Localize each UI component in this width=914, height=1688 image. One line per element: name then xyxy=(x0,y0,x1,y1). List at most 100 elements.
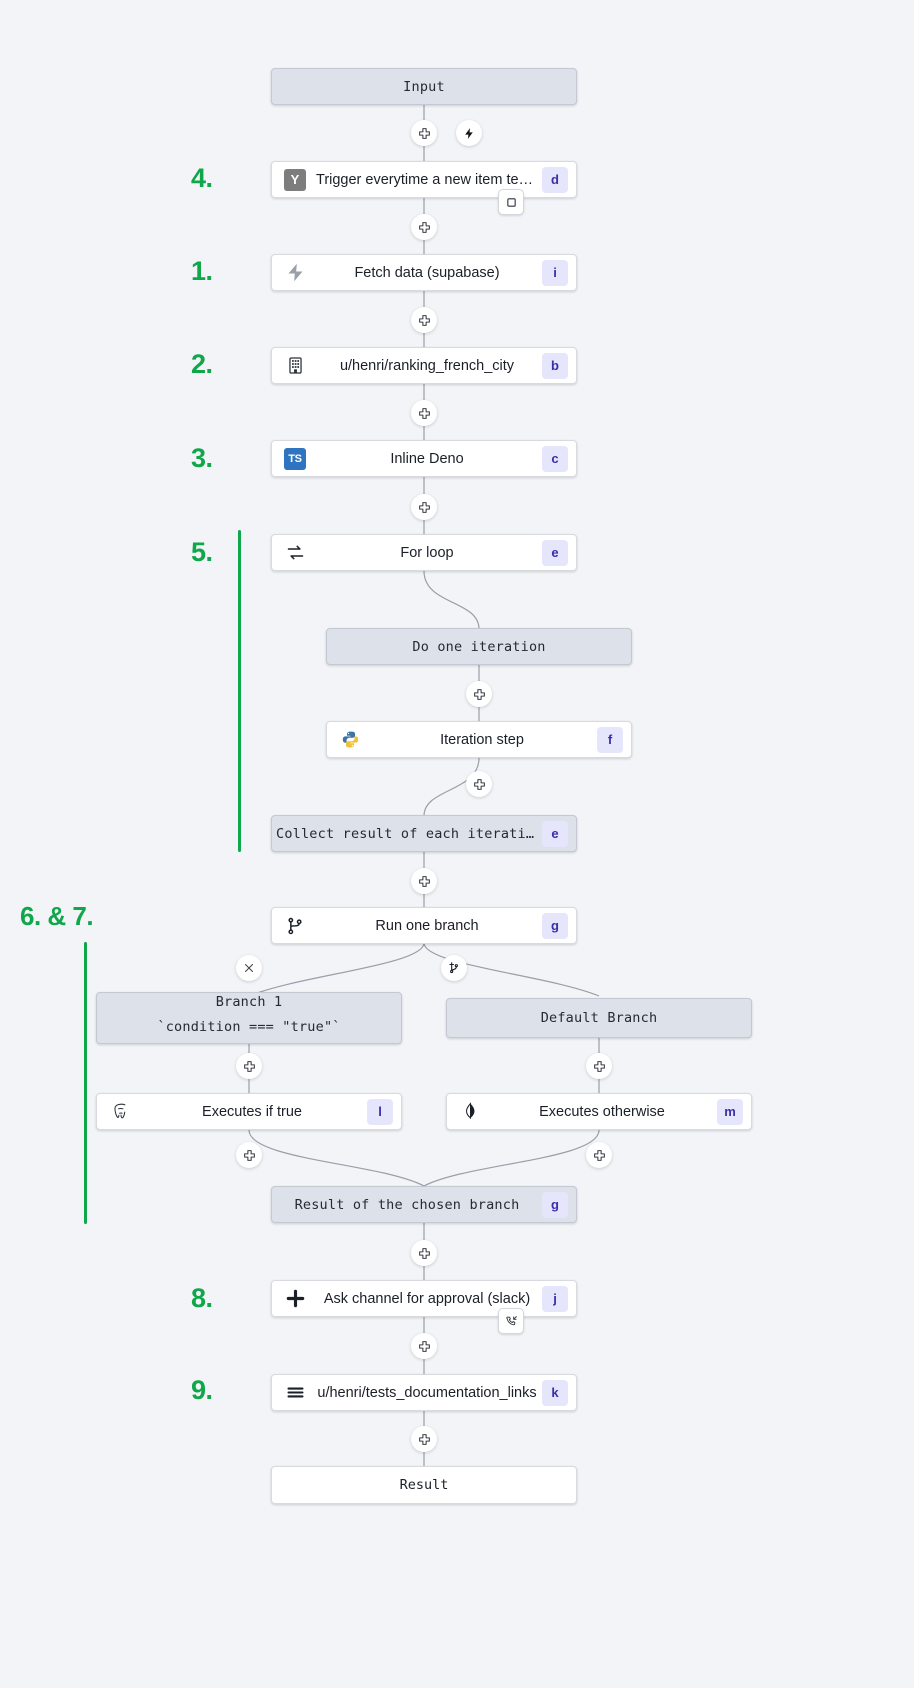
node-inline-deno-label: Inline Deno xyxy=(390,450,464,467)
node-tests-documentation-links-label: u/henri/tests_documentation_links xyxy=(317,1384,537,1401)
node-result-chosen-branch[interactable]: Result of the chosen branch g xyxy=(271,1186,577,1223)
node-fetch-data-badge: i xyxy=(542,259,568,286)
node-inline-deno[interactable]: TS Inline Deno c xyxy=(271,440,577,477)
node-trigger[interactable]: Y Trigger everytime a new item text o… d xyxy=(271,161,577,198)
plus-handle-docs-result[interactable] xyxy=(411,1426,437,1452)
plus-icon xyxy=(418,875,430,887)
node-default-branch[interactable]: Default Branch xyxy=(446,998,752,1038)
node-branch-1[interactable]: Branch 1 `condition === "true"` xyxy=(96,992,402,1044)
node-executes-if-true-badge: l xyxy=(367,1098,393,1125)
suspend-chip[interactable] xyxy=(498,1308,524,1334)
node-do-one-iteration-label: Do one iteration xyxy=(412,638,546,655)
node-ranking-french-city-label: u/henri/ranking_french_city xyxy=(339,357,515,374)
plus-icon xyxy=(243,1149,255,1161)
step-number-4: 4. xyxy=(191,163,213,193)
hamburger-icon xyxy=(278,1376,312,1410)
node-trigger-badge: d xyxy=(542,166,568,193)
bolt-handle-trigger[interactable] xyxy=(456,120,482,146)
loop-bracket xyxy=(238,530,241,852)
node-fetch-data[interactable]: Fetch data (supabase) i xyxy=(271,254,577,291)
step-number-8: 8. xyxy=(191,1283,213,1313)
plus-handle-collect-branch[interactable] xyxy=(411,868,437,894)
node-for-loop-label: For loop xyxy=(400,544,454,561)
plus-handle-otherwise-chosen[interactable] xyxy=(586,1142,612,1168)
plus-icon xyxy=(418,127,430,139)
plus-icon xyxy=(418,1247,430,1259)
node-inline-deno-badge: c xyxy=(542,445,568,472)
node-for-loop-badge: e xyxy=(542,539,568,566)
plus-handle-trigger-fetch[interactable] xyxy=(411,214,437,240)
close-icon xyxy=(245,964,253,972)
add-branch-icon xyxy=(449,962,458,974)
slack-icon xyxy=(278,1282,312,1316)
plus-icon xyxy=(593,1149,605,1161)
plus-icon xyxy=(243,1060,255,1072)
node-executes-if-true[interactable]: Executes if true l xyxy=(96,1093,402,1130)
node-trigger-label: Trigger everytime a new item text o… xyxy=(316,171,542,188)
step-number-3: 3. xyxy=(191,443,213,473)
node-iteration-step[interactable]: Iteration step f xyxy=(326,721,632,758)
node-ask-channel-approval-label: Ask channel for approval (slack) xyxy=(323,1290,531,1307)
plus-icon xyxy=(418,314,430,326)
plus-handle-fetch-ranking[interactable] xyxy=(411,307,437,333)
node-tests-documentation-links[interactable]: u/henri/tests_documentation_links k xyxy=(271,1374,577,1411)
checkbox-icon xyxy=(506,197,516,207)
node-ask-channel-approval[interactable]: Ask channel for approval (slack) j xyxy=(271,1280,577,1317)
plus-handle-input-trigger[interactable] xyxy=(411,120,437,146)
plus-handle-deno-forloop[interactable] xyxy=(411,494,437,520)
plus-handle-iteration-step[interactable] xyxy=(466,681,492,707)
node-executes-otherwise[interactable]: Executes otherwise m xyxy=(446,1093,752,1130)
plus-icon xyxy=(473,688,485,700)
node-ranking-french-city[interactable]: u/henri/ranking_french_city b xyxy=(271,347,577,384)
node-collect-result-badge: e xyxy=(542,820,568,847)
node-do-one-iteration[interactable]: Do one iteration xyxy=(326,628,632,665)
plus-handle-iterstep-collect[interactable] xyxy=(466,771,492,797)
step-number-1: 1. xyxy=(191,256,213,286)
node-branch-1-condition: `condition === "true"` xyxy=(157,1019,341,1035)
building-icon xyxy=(278,349,312,383)
plus-icon xyxy=(418,501,430,513)
python-icon xyxy=(333,723,367,757)
node-input-label: Input xyxy=(403,78,445,95)
node-ask-channel-approval-badge: j xyxy=(542,1285,568,1312)
node-ranking-french-city-badge: b xyxy=(542,352,568,379)
plus-handle-approval-docs[interactable] xyxy=(411,1333,437,1359)
branch-bracket xyxy=(84,942,87,1224)
step-number-5: 5. xyxy=(191,537,213,567)
node-executes-otherwise-badge: m xyxy=(717,1098,743,1125)
add-branch-handle[interactable] xyxy=(441,955,467,981)
node-fetch-data-label: Fetch data (supabase) xyxy=(354,264,500,281)
plus-handle-ranking-deno[interactable] xyxy=(411,400,437,426)
typescript-icon: TS xyxy=(278,442,312,476)
phone-incoming-icon xyxy=(505,1315,517,1325)
plus-icon xyxy=(418,1433,430,1445)
branch-icon xyxy=(278,909,312,943)
node-iteration-step-badge: f xyxy=(597,726,623,753)
node-run-one-branch[interactable]: Run one branch g xyxy=(271,907,577,944)
node-run-one-branch-badge: g xyxy=(542,912,568,939)
node-collect-result-label: Collect result of each iteration xyxy=(276,825,542,842)
step-number-2: 2. xyxy=(191,349,213,379)
step-number-6-and-7: 6. & 7. xyxy=(20,901,94,931)
step-number-9: 9. xyxy=(191,1375,213,1405)
close-handle-branch-1[interactable] xyxy=(236,955,262,981)
node-iteration-step-label: Iteration step xyxy=(440,731,524,748)
node-input[interactable]: Input xyxy=(271,68,577,105)
node-collect-result[interactable]: Collect result of each iteration e xyxy=(271,815,577,852)
node-tests-documentation-links-badge: k xyxy=(542,1379,568,1406)
node-for-loop[interactable]: For loop e xyxy=(271,534,577,571)
plus-icon xyxy=(418,1340,430,1352)
node-result[interactable]: Result xyxy=(271,1466,577,1504)
plus-handle-chosen-approval[interactable] xyxy=(411,1240,437,1266)
plus-handle-branch1-iftrue[interactable] xyxy=(236,1053,262,1079)
node-result-label: Result xyxy=(399,1477,449,1493)
plus-handle-default-otherwise[interactable] xyxy=(586,1053,612,1079)
loop-icon xyxy=(278,536,312,570)
plus-handle-iftrue-chosen[interactable] xyxy=(236,1142,262,1168)
bolt-icon xyxy=(464,127,473,139)
checkbox-chip[interactable] xyxy=(498,189,524,215)
plus-icon xyxy=(418,407,430,419)
plus-icon xyxy=(593,1060,605,1072)
postgres-icon xyxy=(103,1095,137,1129)
